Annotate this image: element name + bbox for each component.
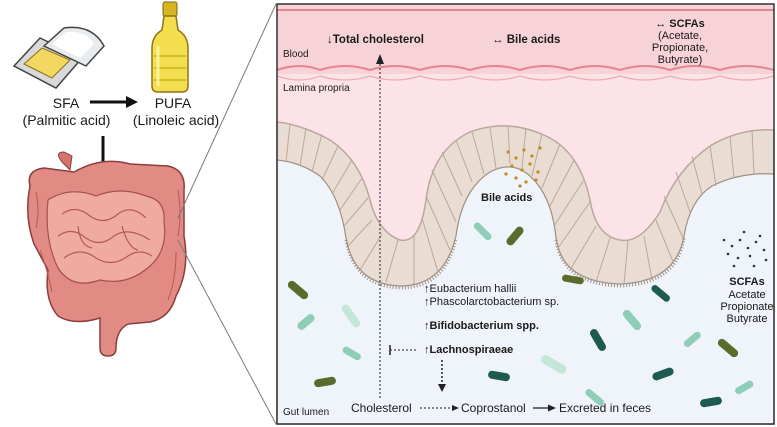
coprostanol-label: Coprostanol: [461, 401, 526, 415]
lachnospiraeae-to-coprostanol-arrow: [438, 360, 446, 392]
lumen-scfa-acetate: Acetate: [728, 289, 766, 301]
bacteria-lachnospiraeae: ↑Lachnospiraeae: [424, 344, 514, 356]
lamina-propria-label: Lamina propria: [283, 83, 350, 94]
bacteria-phascolarctobacterium: ↑Phascolarctobacterium sp.: [424, 296, 560, 308]
blood-label: Blood: [283, 49, 309, 60]
bile-acid-dots: [504, 146, 542, 188]
total-cholesterol-label: ↓Total cholesterol: [327, 34, 424, 46]
scfa-dots: [722, 230, 768, 268]
blood-band: [277, 4, 774, 74]
pufa-sub-label: (Linoleic acid): [132, 112, 220, 128]
bacteria-group: [287, 222, 754, 408]
bacteria-bifidobacterium: ↑Bifidobacterium spp.: [424, 320, 539, 332]
gut-lumen-label: Gut lumen: [283, 407, 330, 418]
lumen-bile-acids-label: Bile acids: [481, 192, 533, 204]
cholesterol-uptake-arrow: [376, 54, 384, 398]
bacteria-eubacterium: ↑Eubacterium hallii: [424, 283, 517, 295]
lumen-scfa-title: SCFAs: [729, 276, 765, 288]
blood-scfa-line2: (Acetate,: [657, 30, 703, 42]
blood-scfa-line3: Propionate,: [651, 42, 709, 54]
pufa-label: PUFA: [154, 95, 192, 111]
intestine-illustration: [27, 151, 187, 357]
gut-panel: [276, 3, 775, 425]
lumen-scfa-butyrate: Butyrate: [726, 313, 768, 325]
coprostanol-to-excreted-arrow: [533, 404, 556, 412]
sfa-to-pufa-arrow: [90, 96, 138, 108]
blood-scfa-line4: Butyrate): [657, 54, 703, 66]
panel-frame: [276, 3, 775, 425]
lachnospiraeae-inhibition: [389, 345, 418, 355]
lumen-scfa-propionate: Propionate: [720, 301, 774, 313]
cholesterol-label: Cholesterol: [351, 401, 412, 415]
excreted-label: Excreted in feces: [559, 401, 652, 415]
blood-bile-acids-label: ↔ Bile acids: [492, 34, 561, 46]
cholesterol-to-coprostanol-arrow: [420, 405, 459, 411]
blood-scfa-title: ↔ SCFAs: [655, 18, 705, 30]
oil-bottle-icon: [151, 1, 189, 93]
sfa-sub-label: (Palmitic acid): [22, 112, 111, 128]
butter-icon: [12, 26, 105, 89]
sfa-label: SFA: [52, 95, 80, 111]
